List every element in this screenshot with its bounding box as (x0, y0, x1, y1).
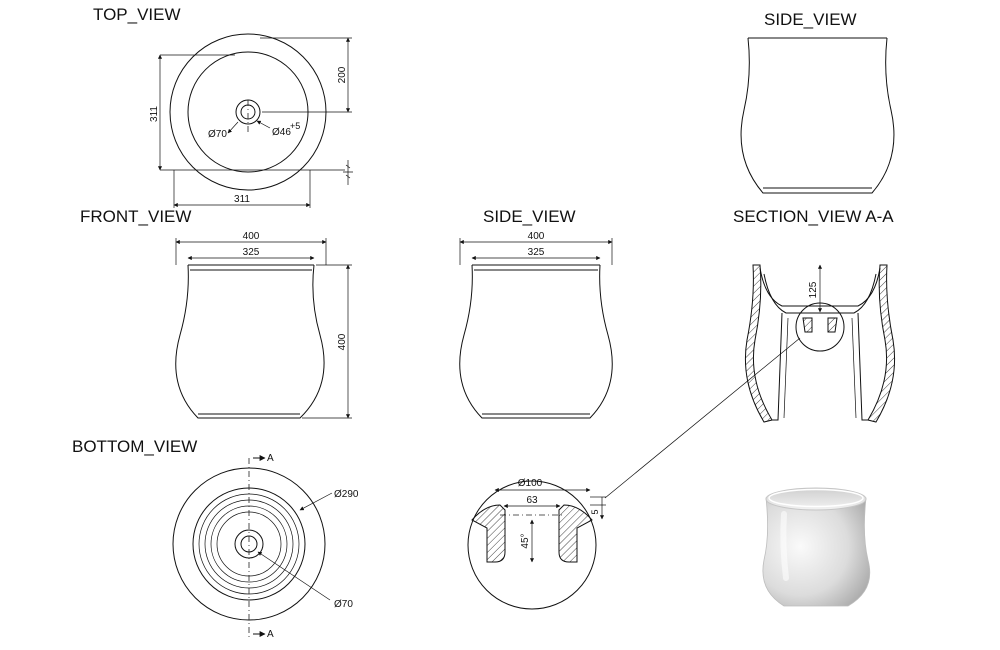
bottom-section-a-top: A (267, 453, 274, 464)
side-dim-400-label: 400 (528, 231, 545, 242)
detail-dim-5-label: 5 (590, 509, 600, 514)
bottom-view-title: BOTTOM_VIEW (72, 437, 197, 456)
side-view-top-title: SIDE_VIEW (764, 10, 857, 29)
front-dim-400-label: 400 (243, 231, 260, 242)
bottom-view: BOTTOM_VIEW A A Ø290 Ø70 (72, 437, 359, 640)
detail-left-flange (471, 504, 506, 563)
top-dim-d46: Ø46 (272, 127, 291, 138)
top-leader-d70 (227, 121, 239, 134)
side-outline (459, 264, 613, 419)
product-render (762, 487, 871, 607)
bottom-leader-d290 (299, 492, 333, 511)
detail-dim-63-label: 63 (526, 495, 538, 506)
side-view-top-outline (740, 37, 895, 194)
top-dim-311-v-label: 311 (149, 106, 160, 122)
detail-dim-d100-label: Ø100 (518, 478, 543, 489)
detail-view: Ø100 63 45° 5 (467, 478, 606, 610)
bottom-ring-4 (210, 505, 288, 583)
section-drain-right (827, 317, 838, 333)
section-right-wall (867, 264, 896, 423)
section-inner-left (772, 312, 783, 421)
top-dim-tick (343, 160, 353, 185)
detail-dim-45-label: 45° (520, 533, 531, 548)
product-highlight (780, 511, 789, 581)
front-dim-325-label: 325 (243, 247, 260, 258)
side-view-title: SIDE_VIEW (483, 207, 576, 226)
detail-right-flange (558, 504, 593, 563)
detail-circle (467, 480, 597, 610)
front-view-title: FRONT_VIEW (80, 207, 191, 226)
section-inner-left-2 (783, 317, 789, 419)
front-dim-h400-label: 400 (337, 333, 348, 350)
front-outline (175, 264, 325, 419)
bottom-ring-1 (192, 487, 306, 601)
bottom-dim-d290: Ø290 (334, 489, 359, 500)
top-view-title: TOP_VIEW (93, 5, 181, 24)
top-dim-311-h-label: 311 (234, 194, 250, 205)
section-inner-right-2 (851, 317, 857, 419)
bottom-dim-d70: Ø70 (334, 599, 353, 610)
section-inner-right (857, 312, 868, 421)
section-drain-left (802, 317, 813, 333)
section-dim-125-label: 125 (808, 281, 819, 298)
section-bowl-curve-inner (763, 273, 877, 314)
section-view: SECTION_VIEW A-A 125 (733, 207, 896, 423)
product-rim-highlight (768, 488, 864, 508)
product-body (762, 497, 871, 607)
bottom-section-a-bottom: A (267, 629, 274, 640)
top-leader-d46 (256, 120, 271, 129)
top-view: TOP_VIEW 311 311 200 Ø70 Ø46 +5 (93, 5, 353, 208)
top-dim-d70: Ø70 (208, 129, 227, 140)
top-dim-d46-tol: +5 (290, 121, 300, 131)
bottom-leader-d70 (257, 551, 331, 601)
side-view-top: SIDE_VIEW (740, 10, 895, 194)
side-view: SIDE_VIEW 400 325 (459, 207, 613, 419)
detail-leader-line (604, 337, 801, 499)
front-view: FRONT_VIEW 400 325 400 (80, 207, 352, 419)
top-dim-200-label: 200 (337, 66, 348, 83)
side-dim-325-label: 325 (528, 247, 545, 258)
section-view-title: SECTION_VIEW A-A (733, 207, 894, 226)
